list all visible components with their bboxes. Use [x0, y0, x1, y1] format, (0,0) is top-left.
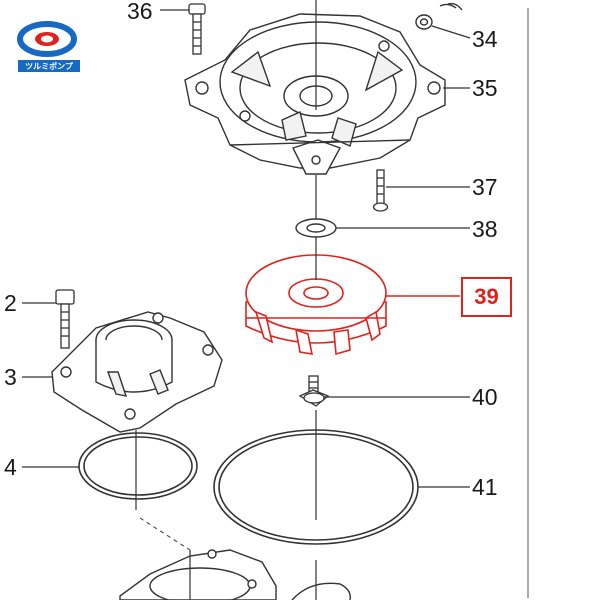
- part-2-bolt: [55, 289, 75, 349]
- part-38-washer: [295, 218, 337, 238]
- label-part-35: 35: [472, 75, 498, 101]
- label-part-34: 34: [472, 26, 498, 52]
- label-part-36: 36: [127, 0, 153, 24]
- part-36-bolt: [188, 3, 206, 55]
- label-part-4: 4: [4, 454, 17, 480]
- bottom-partial-casing: [119, 549, 351, 600]
- part-37-bolt: [372, 169, 389, 212]
- part-39-impeller: [245, 254, 387, 356]
- label-part-2: 2: [4, 290, 17, 316]
- label-part-3: 3: [4, 364, 17, 390]
- part-35-housing: [184, 13, 446, 175]
- label-part-41: 41: [472, 474, 498, 500]
- part-34-small-ring: [415, 2, 463, 30]
- part-3-flange: [51, 311, 223, 433]
- label-part-40: 40: [472, 384, 498, 410]
- tsurumi-logo: ツルミポンプ: [17, 18, 80, 72]
- logo-text: ツルミポンプ: [25, 61, 74, 71]
- label-part-39-highlight: 39: [461, 277, 512, 317]
- label-part-37: 37: [472, 174, 498, 200]
- label-part-38: 38: [472, 216, 498, 242]
- part-40-bolt: [298, 375, 330, 407]
- part-4-oring: [78, 432, 198, 500]
